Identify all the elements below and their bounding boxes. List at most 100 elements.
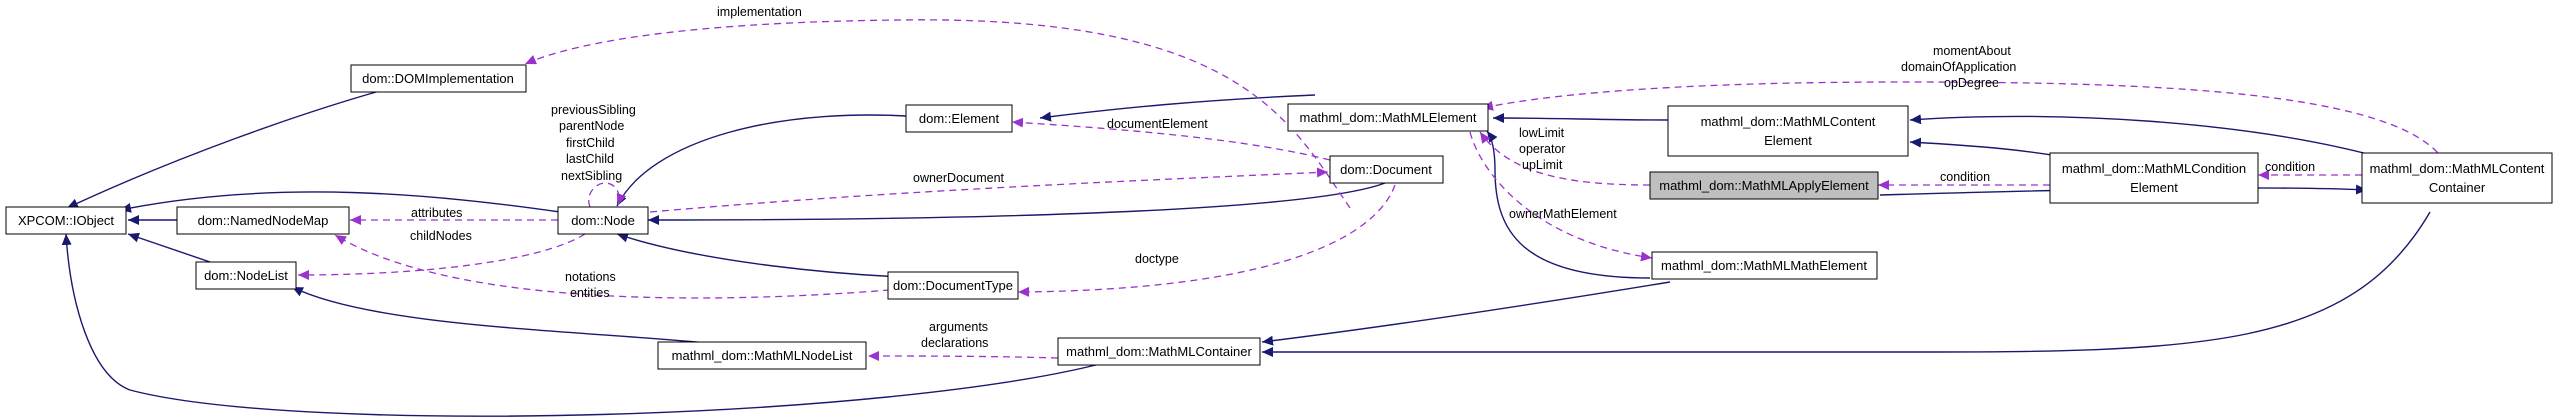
edge-contentcontainer-to-mathmlcontainer xyxy=(1262,211,2431,357)
edge-arguments-declarations xyxy=(867,351,1059,362)
node-dom-document[interactable]: dom::Document xyxy=(1329,155,1444,184)
label-owner-math-element: ownerMathElement xyxy=(1509,207,1617,221)
edge-doctype xyxy=(1017,184,1396,297)
node-box xyxy=(1649,171,1879,200)
node-label: mathml_dom::MathMLNodeList xyxy=(672,348,853,363)
node-box xyxy=(905,104,1013,133)
label-parent-node: parentNode xyxy=(559,119,624,133)
edge-domimplementation-to-iobject xyxy=(66,83,406,209)
node-mathml-math-element[interactable]: mathml_dom::MathMLMathElement xyxy=(1651,251,1878,280)
node-dom-nodelist[interactable]: dom::NodeList xyxy=(195,261,297,290)
label-first-child: firstChild xyxy=(566,136,615,150)
edge-mathelement-to-mathmlelement xyxy=(1486,130,1651,279)
label-condition-container: condition xyxy=(2265,160,2315,174)
edge-ownermathelement xyxy=(1469,131,1653,262)
node-mathml-condition-element[interactable]: mathml_dom::MathMLCondition Element xyxy=(2049,152,2259,204)
node-mathml-nodelist[interactable]: mathml_dom::MathMLNodeList xyxy=(657,341,867,370)
edge-mathmlelement-to-element xyxy=(1039,94,1316,122)
edge-mathmlnodelist-to-nodelist xyxy=(291,286,761,349)
node-mathml-content-container[interactable]: mathml_dom::MathMLContent Container xyxy=(2361,152,2553,204)
node-box xyxy=(1651,251,1878,280)
label-up-limit: upLimit xyxy=(1522,158,1563,172)
edge-documenttype-to-node xyxy=(616,232,936,279)
node-label: XPCOM::IObject xyxy=(18,213,114,228)
node-label-line1: mathml_dom::MathMLContent xyxy=(1701,114,1876,129)
node-label: mathml_dom::MathMLContainer xyxy=(1066,344,1252,359)
node-xpcom-iobject[interactable]: XPCOM::IObject xyxy=(5,206,127,235)
edge-labels: implementation previousSibling parentNod… xyxy=(410,5,2315,350)
edge-lowlimit-operator-uplimit xyxy=(1479,131,1651,186)
label-previous-sibling: previousSibling xyxy=(551,103,636,117)
node-dom-element[interactable]: dom::Element xyxy=(905,104,1013,133)
node-label: mathml_dom::MathMLApplyElement xyxy=(1659,178,1869,193)
label-entities: entities xyxy=(570,286,610,300)
node-box xyxy=(176,206,350,235)
node-label: mathml_dom::MathMLMathElement xyxy=(1661,258,1867,273)
label-child-nodes: childNodes xyxy=(410,229,472,243)
label-condition-apply: condition xyxy=(1940,170,1990,184)
node-label-line1: mathml_dom::MathMLCondition xyxy=(2062,161,2246,176)
node-box xyxy=(557,206,649,235)
edge-contentcontainer-to-contentelement xyxy=(1909,114,2391,161)
edge-mathmlcontainer-to-iobject xyxy=(61,233,1116,417)
node-box xyxy=(350,64,527,93)
node-mathml-container[interactable]: mathml_dom::MathMLContainer xyxy=(1057,337,1261,366)
label-owner-document: ownerDocument xyxy=(913,171,1005,185)
node-box xyxy=(1287,103,1489,132)
usage-edges xyxy=(297,19,2446,362)
node-mathml-element[interactable]: mathml_dom::MathMLElement xyxy=(1287,103,1489,132)
node-box xyxy=(1329,155,1444,184)
node-mathml-apply-element[interactable]: mathml_dom::MathMLApplyElement xyxy=(1649,171,1879,200)
label-domain-of-application: domainOfApplication xyxy=(1901,60,2016,74)
node-label: dom::Document xyxy=(1340,162,1432,177)
node-box xyxy=(2361,152,2553,204)
label-notations: notations xyxy=(565,270,616,284)
label-doctype: doctype xyxy=(1135,252,1179,266)
edge-node-to-iobject xyxy=(119,191,561,213)
edge-notations-entities xyxy=(334,234,891,299)
edge-moment-domain-opdegree xyxy=(1481,81,2446,163)
node-label: dom::Node xyxy=(571,213,635,228)
node-box xyxy=(195,261,297,290)
node-box xyxy=(887,271,1019,300)
label-document-element: documentElement xyxy=(1107,117,1208,131)
inheritance-edges xyxy=(61,83,2431,417)
edge-ownerdocument xyxy=(649,167,1329,213)
edge-childnodes xyxy=(297,233,586,280)
edge-element-to-node xyxy=(616,114,936,207)
node-dom-node[interactable]: dom::Node xyxy=(557,206,649,235)
label-attributes: attributes xyxy=(411,206,462,220)
edge-contentelement-to-mathmlelement xyxy=(1492,113,1669,124)
node-dom-documenttype[interactable]: dom::DocumentType xyxy=(887,271,1019,300)
node-dom-domimplementation[interactable]: dom::DOMImplementation xyxy=(350,64,527,93)
label-last-child: lastChild xyxy=(566,152,614,166)
label-op-degree: opDegree xyxy=(1944,76,1999,90)
node-label-line2: Element xyxy=(2130,180,2178,195)
label-next-sibling: nextSibling xyxy=(561,169,622,183)
node-label: mathml_dom::MathMLElement xyxy=(1299,110,1476,125)
node-label-line1: mathml_dom::MathMLContent xyxy=(2370,161,2545,176)
label-implementation: implementation xyxy=(717,5,802,19)
nodes: XPCOM::IObject dom::DOMImplementation do… xyxy=(5,64,2553,370)
node-label-line2: Element xyxy=(1764,133,1812,148)
node-label: dom::NodeList xyxy=(204,268,288,283)
node-box xyxy=(1667,105,1909,157)
edge-mathelement-to-mathmlcontainer xyxy=(1261,281,1671,346)
label-low-limit: lowLimit xyxy=(1519,126,1565,140)
label-declarations: declarations xyxy=(921,336,988,350)
node-box xyxy=(657,341,867,370)
node-label-line2: Container xyxy=(2429,180,2486,195)
label-arguments: arguments xyxy=(929,320,988,334)
node-box xyxy=(5,206,127,235)
node-label: dom::Element xyxy=(919,111,1000,126)
node-dom-namednodemap[interactable]: dom::NamedNodeMap xyxy=(176,206,350,235)
edge-document-to-node xyxy=(647,182,1386,225)
edge-node-self xyxy=(588,182,627,208)
node-mathml-content-element[interactable]: mathml_dom::MathMLContent Element xyxy=(1667,105,1909,157)
label-moment-about: momentAbout xyxy=(1933,44,2011,58)
node-box xyxy=(1057,337,1261,366)
node-label: dom::DocumentType xyxy=(893,278,1013,293)
node-label: dom::NamedNodeMap xyxy=(198,213,329,228)
node-label: dom::DOMImplementation xyxy=(362,71,514,86)
